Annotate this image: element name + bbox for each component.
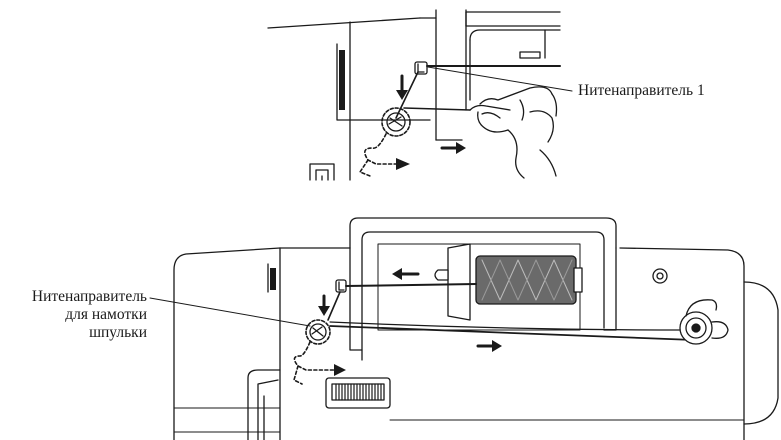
direction-arrow-icon (396, 74, 408, 100)
bobbin-winding-thread-guide-label: Нитенаправитель для намотки шпульки (32, 288, 147, 342)
bobbin-guide-label-line3: шпульки (89, 324, 147, 341)
hand-illustration (469, 86, 558, 179)
tension-disc-icon (381, 107, 411, 137)
thread-guide-1-icon (414, 61, 428, 75)
bobbin-winder-icon (679, 299, 729, 345)
top-detail-view (267, 9, 573, 181)
bobbin-guide-label-line1: Нитенаправитель (31, 288, 147, 305)
thread-guide-1-label: Нитенаправитель 1 (578, 82, 705, 99)
bottom-main-view (149, 217, 779, 440)
bobbin-guide-label-line2: для намотки (65, 306, 147, 323)
tension-disc-icon (305, 319, 331, 345)
thread-spool-icon (475, 255, 583, 305)
bobbin-thread-guide-icon (335, 279, 347, 293)
